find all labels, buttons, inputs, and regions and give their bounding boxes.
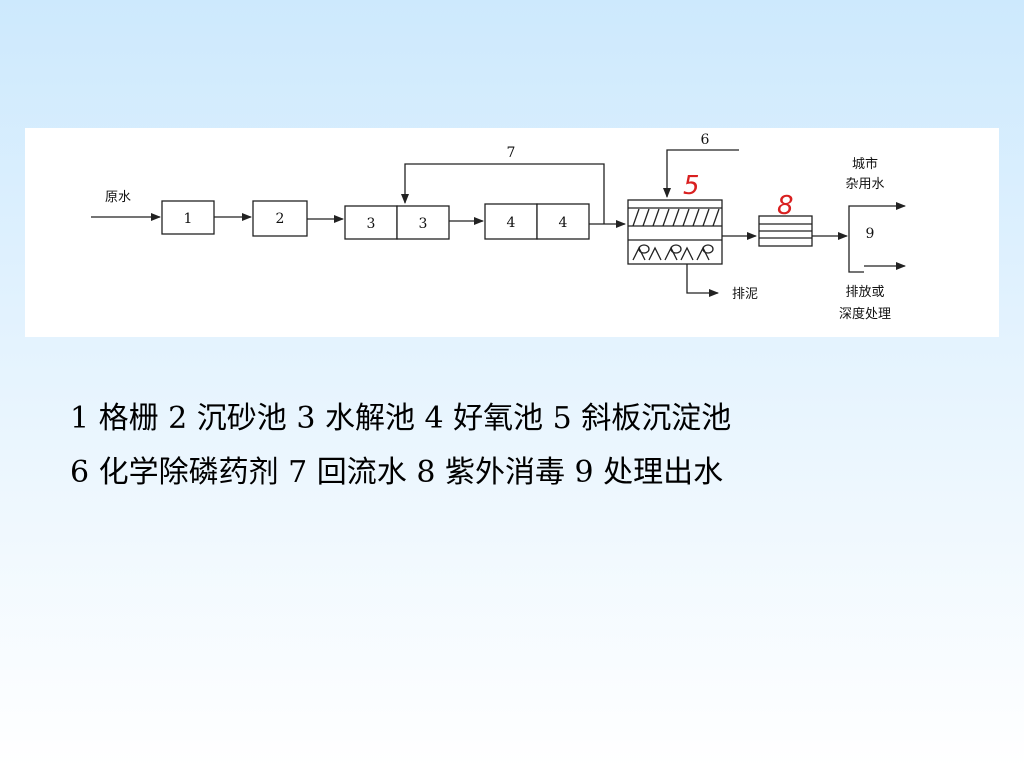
box-3b-label: 3 bbox=[419, 216, 428, 232]
uv-unit bbox=[758, 215, 813, 247]
box-4a-label: 4 bbox=[507, 215, 516, 231]
sludge-outlet-line bbox=[686, 264, 719, 297]
outflow-bottom-line-1: 排放或 bbox=[845, 285, 884, 300]
chemical-label: 6 bbox=[701, 132, 710, 148]
box-3a-label: 3 bbox=[367, 216, 376, 232]
legend-line-2: 6 化学除磷药剂 7 回流水 8 紫外消毒 9 处理出水 bbox=[70, 455, 724, 490]
legend-line-1: 1 格栅 2 沉砂池 3 水解池 4 好氧池 5 斜板沉淀池 bbox=[70, 401, 732, 436]
box-9-label: 9 bbox=[866, 226, 875, 242]
box-3a-hydrolysis bbox=[344, 205, 398, 240]
box-3b-hydrolysis bbox=[396, 205, 450, 240]
inflow-label: 原水 bbox=[105, 190, 131, 205]
recycle-label: 7 bbox=[507, 145, 516, 161]
box-4b-label: 4 bbox=[559, 215, 568, 231]
chemical-dosing-line bbox=[663, 149, 739, 198]
box-1-label: 1 bbox=[184, 211, 193, 227]
box-2-label: 2 bbox=[276, 211, 285, 227]
handwritten-label-8: 8 bbox=[777, 191, 794, 221]
box-9-frame bbox=[848, 205, 864, 273]
legend: 1 格栅 2 沉砂池 3 水解池 4 好氧池 5 斜板沉淀池 6 化学除磷药剂 … bbox=[70, 392, 990, 500]
handwritten-label-5: 5 bbox=[683, 171, 700, 201]
outflow-top-line-2: 杂用水 bbox=[845, 177, 884, 192]
sludge-label: 排泥 bbox=[732, 287, 758, 302]
recycle-loop-line bbox=[401, 163, 605, 224]
outflow-bottom-line-2: 深度处理 bbox=[839, 306, 891, 322]
flow-diagram-svg: 原水 1 2 3 3 4 4 7 6 5 bbox=[91, 132, 906, 322]
settling-tank bbox=[627, 199, 723, 265]
box-4b-aerobic bbox=[536, 203, 590, 240]
outflow-top-line-1: 城市 bbox=[852, 156, 878, 172]
process-flow-diagram: 原水 1 2 3 3 4 4 7 6 5 bbox=[25, 128, 999, 337]
